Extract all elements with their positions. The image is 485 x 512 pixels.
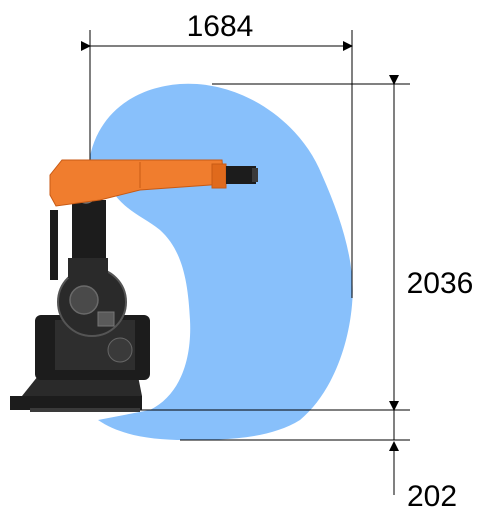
dimension-lines: [81, 30, 410, 495]
reach-dimension-label: 1684: [187, 10, 254, 43]
robot-small-motor: [97, 311, 115, 327]
robot-tool-tip: [252, 168, 258, 182]
robot-shoulder-hub: [69, 285, 99, 315]
robot-column-upper: [72, 200, 106, 260]
robot-base-plate: [10, 396, 142, 410]
robot-counterweight-rod: [50, 210, 58, 280]
robot-base-top: [22, 376, 142, 396]
height-dimension-label: 2036: [407, 267, 474, 300]
robot-wrist-flange: [211, 163, 227, 189]
robot-illustration: [10, 159, 258, 412]
robot-column-lower: [68, 258, 108, 278]
robot-wrist-tool: [226, 166, 256, 184]
robot-lower-joint: [107, 337, 133, 363]
robot-base-feet: [30, 408, 140, 412]
offset-dimension-label: 202: [407, 480, 457, 512]
robot-arm-orange: [49, 159, 225, 207]
